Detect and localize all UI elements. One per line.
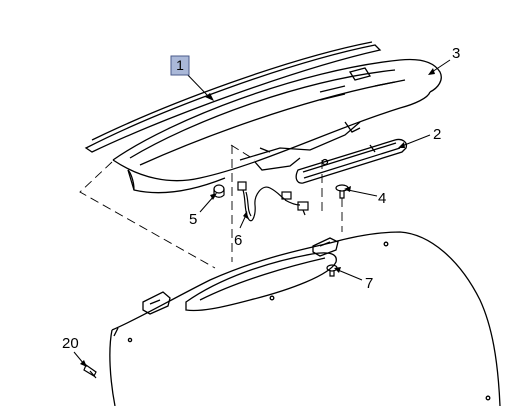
leader-lines xyxy=(73,59,451,365)
callout-1: 1 xyxy=(170,55,190,76)
phantom-lines xyxy=(79,144,343,269)
callout-4-label: 4 xyxy=(378,190,386,207)
callout-6-label: 6 xyxy=(234,232,242,249)
callout-3-label: 3 xyxy=(452,45,460,62)
brake-light xyxy=(295,138,408,184)
callout-1-box xyxy=(170,55,190,76)
callout-5-label: 5 xyxy=(189,211,197,228)
callout-2-label: 2 xyxy=(433,126,441,143)
molding-strip xyxy=(84,41,382,153)
callout-20-label: 20 xyxy=(62,335,79,352)
wiring-harness xyxy=(237,181,309,222)
bolt-20 xyxy=(83,364,97,379)
callout-1-label: 1 xyxy=(176,57,184,73)
callout-7-label: 7 xyxy=(365,275,373,292)
screw-4 xyxy=(335,184,349,199)
leader-arrowheads xyxy=(80,68,435,367)
liftgate-panel xyxy=(109,231,501,406)
spoiler-body xyxy=(112,58,442,194)
